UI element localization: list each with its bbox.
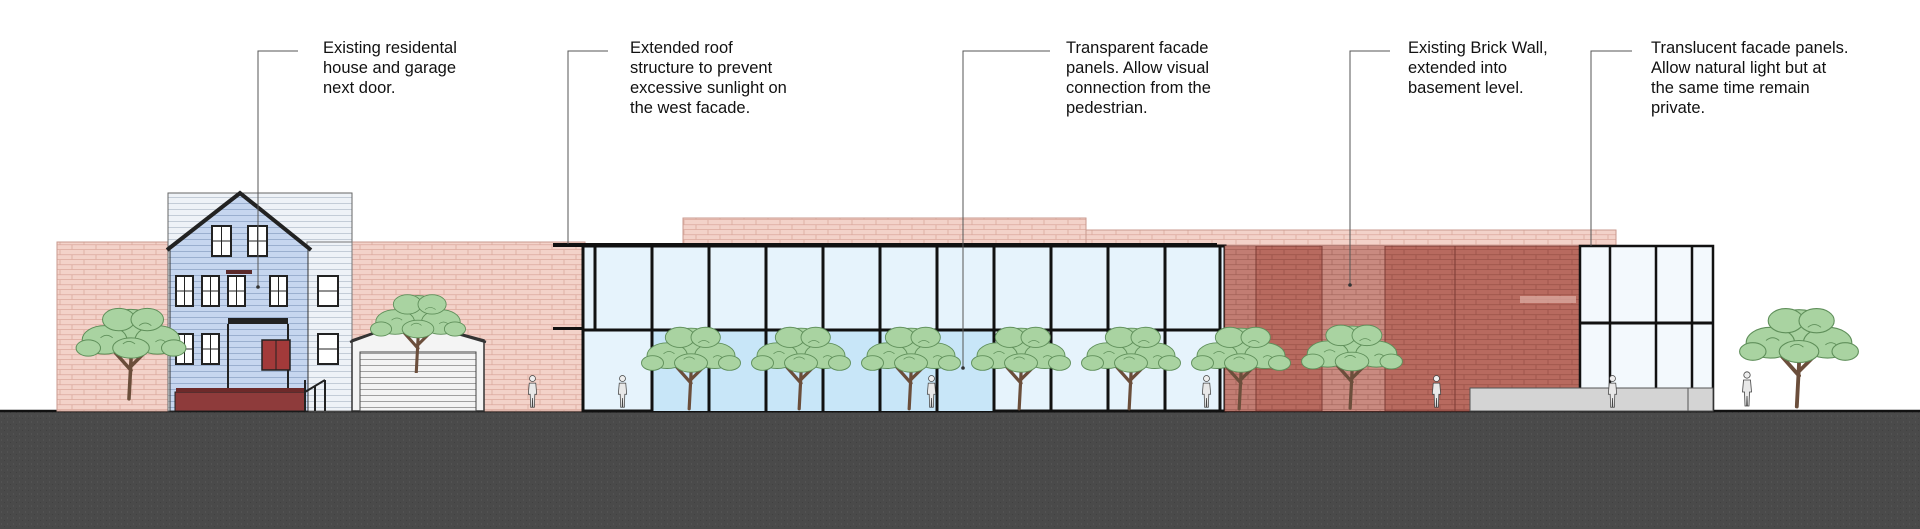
annotation-leaders xyxy=(256,50,1632,370)
annotation-roof: Extended roof structure to prevent exces… xyxy=(630,39,787,117)
planter-base xyxy=(1469,387,1714,412)
annotation-residential: Existing residental house and garage nex… xyxy=(323,39,457,97)
residential-house xyxy=(165,190,353,412)
existing-brick-wall xyxy=(1224,245,1581,412)
annotation-translucent: Translucent facade panels. Allow natural… xyxy=(1651,39,1849,117)
translucent-facade xyxy=(1578,244,1715,413)
annotation-transparent: Transparent facade panels. Allow visual … xyxy=(1066,39,1211,117)
street-ground xyxy=(0,411,1920,529)
annotation-brick: Existing Brick Wall, extended into basem… xyxy=(1408,39,1548,97)
roof-lower-edge xyxy=(553,327,583,330)
upper-brick-volume xyxy=(682,217,1087,247)
